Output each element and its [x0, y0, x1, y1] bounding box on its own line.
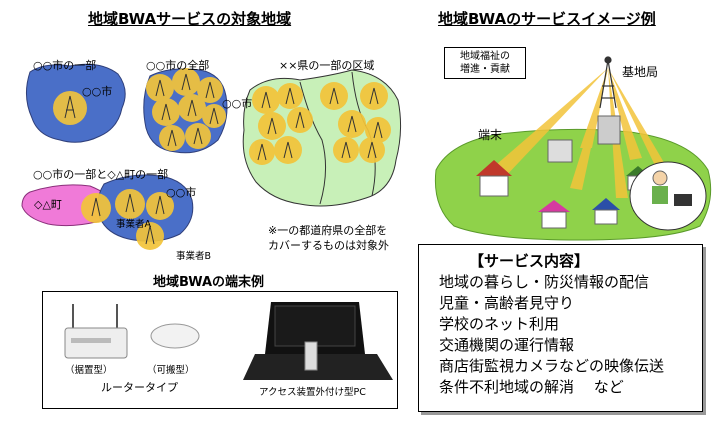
terminal-title: 地域BWAの端末例: [153, 275, 265, 290]
label-city-full-side: ○○市: [222, 97, 253, 110]
label-city-mixed: ○○市: [166, 186, 197, 199]
label-city-partial: ○○市の一部: [33, 59, 97, 72]
terminal-label: 端末: [478, 128, 503, 142]
note-line-1: ※一の都道府県の全部を: [268, 224, 388, 237]
base-station-label: 基地局: [622, 65, 659, 79]
portable-label: （可搬型）: [147, 365, 195, 376]
antenna-icons: [257, 87, 383, 161]
portable-terminal-icon: [150, 323, 200, 349]
label-city-full: ○○市の全部: [146, 59, 210, 72]
label-city-partial-inner: ○○市: [82, 85, 113, 98]
router-icon: [64, 304, 128, 359]
house-icon: [476, 160, 512, 197]
service-list: 地域の暮らし・防災情報の配信 児童・高齢者見守り 学校のネット利用 交通機関の運…: [439, 272, 664, 398]
label-prefecture-partial: ××県の一部の区域: [279, 59, 375, 72]
coverage-cluster: [249, 82, 391, 165]
right-title: 地域BWAのサービスイメージ例: [438, 10, 656, 28]
callout-line-1: 地域福祉の: [460, 51, 510, 62]
service-header: 【サービス内容】: [469, 252, 590, 270]
house-icon: [538, 200, 570, 229]
note-line-2: カバーするものは対象外: [268, 239, 389, 252]
welfare-callout: 地域福祉の 増進・貢献: [444, 47, 526, 79]
signal-beams: [490, 68, 672, 198]
terminal-illustrations: [64, 302, 393, 380]
service-item: 児童・高齢者見守り: [439, 294, 575, 312]
house-icon: [592, 198, 620, 225]
router-type-label: ルータータイプ: [101, 381, 178, 394]
building-icon: [547, 115, 621, 163]
terminal-examples-box: （据置型） （可搬型） ルータータイプ アクセス装置外付け型PC: [42, 291, 398, 409]
service-item: 地域の暮らし・防災情報の配信: [439, 273, 650, 291]
callout-line-2: 増進・貢献: [460, 64, 510, 75]
user-at-pc-icon: [652, 170, 692, 206]
coverage-cluster: [146, 68, 226, 151]
service-item: 交通機関の運行情報: [439, 336, 575, 354]
service-item: 条件不利地域の解消 など: [439, 378, 624, 396]
service-image-illustration: [434, 56, 712, 241]
target-area-map: [21, 63, 402, 250]
coverage-cluster: [81, 189, 174, 250]
pc-type-label: アクセス装置外付け型PC: [259, 387, 366, 398]
base-station-icon: [599, 56, 617, 109]
laptop-icon: [243, 302, 393, 380]
label-operator-b: 事業者B: [176, 251, 212, 262]
coverage-circle: [53, 91, 87, 125]
service-content-box: 【サービス内容】 地域の暮らし・防災情報の配信 児童・高齢者見守り 学校のネット…: [418, 244, 703, 412]
stationary-label: （据置型）: [65, 365, 113, 376]
label-town: ◇△町: [34, 198, 62, 211]
left-title: 地域BWAサービスの対象地域: [88, 10, 292, 28]
antenna-icon: [64, 95, 76, 119]
label-mixed: ○○市の一部と◇△町の一部: [33, 168, 169, 181]
antenna-icons: [155, 73, 219, 147]
label-operator-a: 事業者A: [116, 219, 151, 230]
antenna-icons: [91, 193, 165, 245]
service-item: 学校のネット利用: [439, 315, 560, 333]
service-item: 商店街監視カメラなどの映像伝送: [439, 357, 665, 375]
